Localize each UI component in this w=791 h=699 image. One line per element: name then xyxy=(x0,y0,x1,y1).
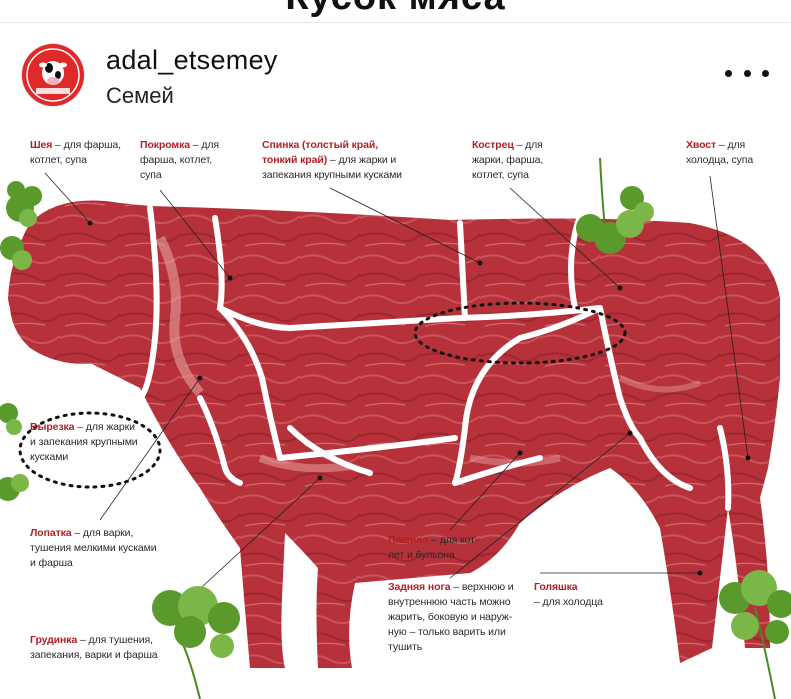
cow-head xyxy=(9,226,117,364)
more-dots-icon xyxy=(762,69,769,77)
avatar[interactable] xyxy=(22,44,84,106)
post-image[interactable]: Шея – для фарша, котлет, супа Покромка –… xyxy=(0,128,791,699)
cow-logo-icon xyxy=(22,44,84,106)
label-brisket: Грудинка – для тушения, запекания, варки… xyxy=(30,634,158,661)
label-neck: Шея – для фарша, котлет, супа xyxy=(30,139,121,166)
more-options-button[interactable] xyxy=(725,61,769,85)
username[interactable]: adal_etsemey xyxy=(106,45,278,75)
parsley-decoration xyxy=(0,157,791,699)
cut-boundaries xyxy=(137,205,732,511)
beef-cuts-diagram xyxy=(0,157,791,699)
label-tenderloin: Вырезка – для жарки и запекания крупными… xyxy=(30,421,138,463)
label-shank: Голяшка – для холодца xyxy=(534,581,603,608)
pointer-lines xyxy=(44,172,749,599)
top-bar: Кусок мяса xyxy=(0,0,791,23)
pointer-dots xyxy=(87,220,751,576)
more-dots-icon xyxy=(743,69,751,77)
label-shoulder: Лопатка – для варки, тушения мелкими кус… xyxy=(30,527,157,569)
label-tail: Хвост – для холодца, супа xyxy=(686,139,754,166)
label-hind-leg: Задняя нога – верхнюю и внутреннюю часть… xyxy=(388,581,514,653)
label-flank: Пашина – для кот- лет и бульона xyxy=(388,534,479,561)
top-cut-text: Кусок мяса xyxy=(0,0,791,19)
post-header: adal_etsemey Семей xyxy=(0,23,791,128)
more-dots-icon xyxy=(725,69,732,77)
label-loin: Спинка (толстый край, тонкий край) – для… xyxy=(262,139,402,181)
tenderloin-outline xyxy=(413,301,627,365)
tenderloin-label-outline xyxy=(18,411,162,489)
location[interactable]: Семей xyxy=(106,83,174,108)
label-edge: Покромка – для фарша, котлет, супа xyxy=(140,139,219,181)
label-rump: Кострец – для жарки, фарша, котлет, супа xyxy=(472,139,544,181)
